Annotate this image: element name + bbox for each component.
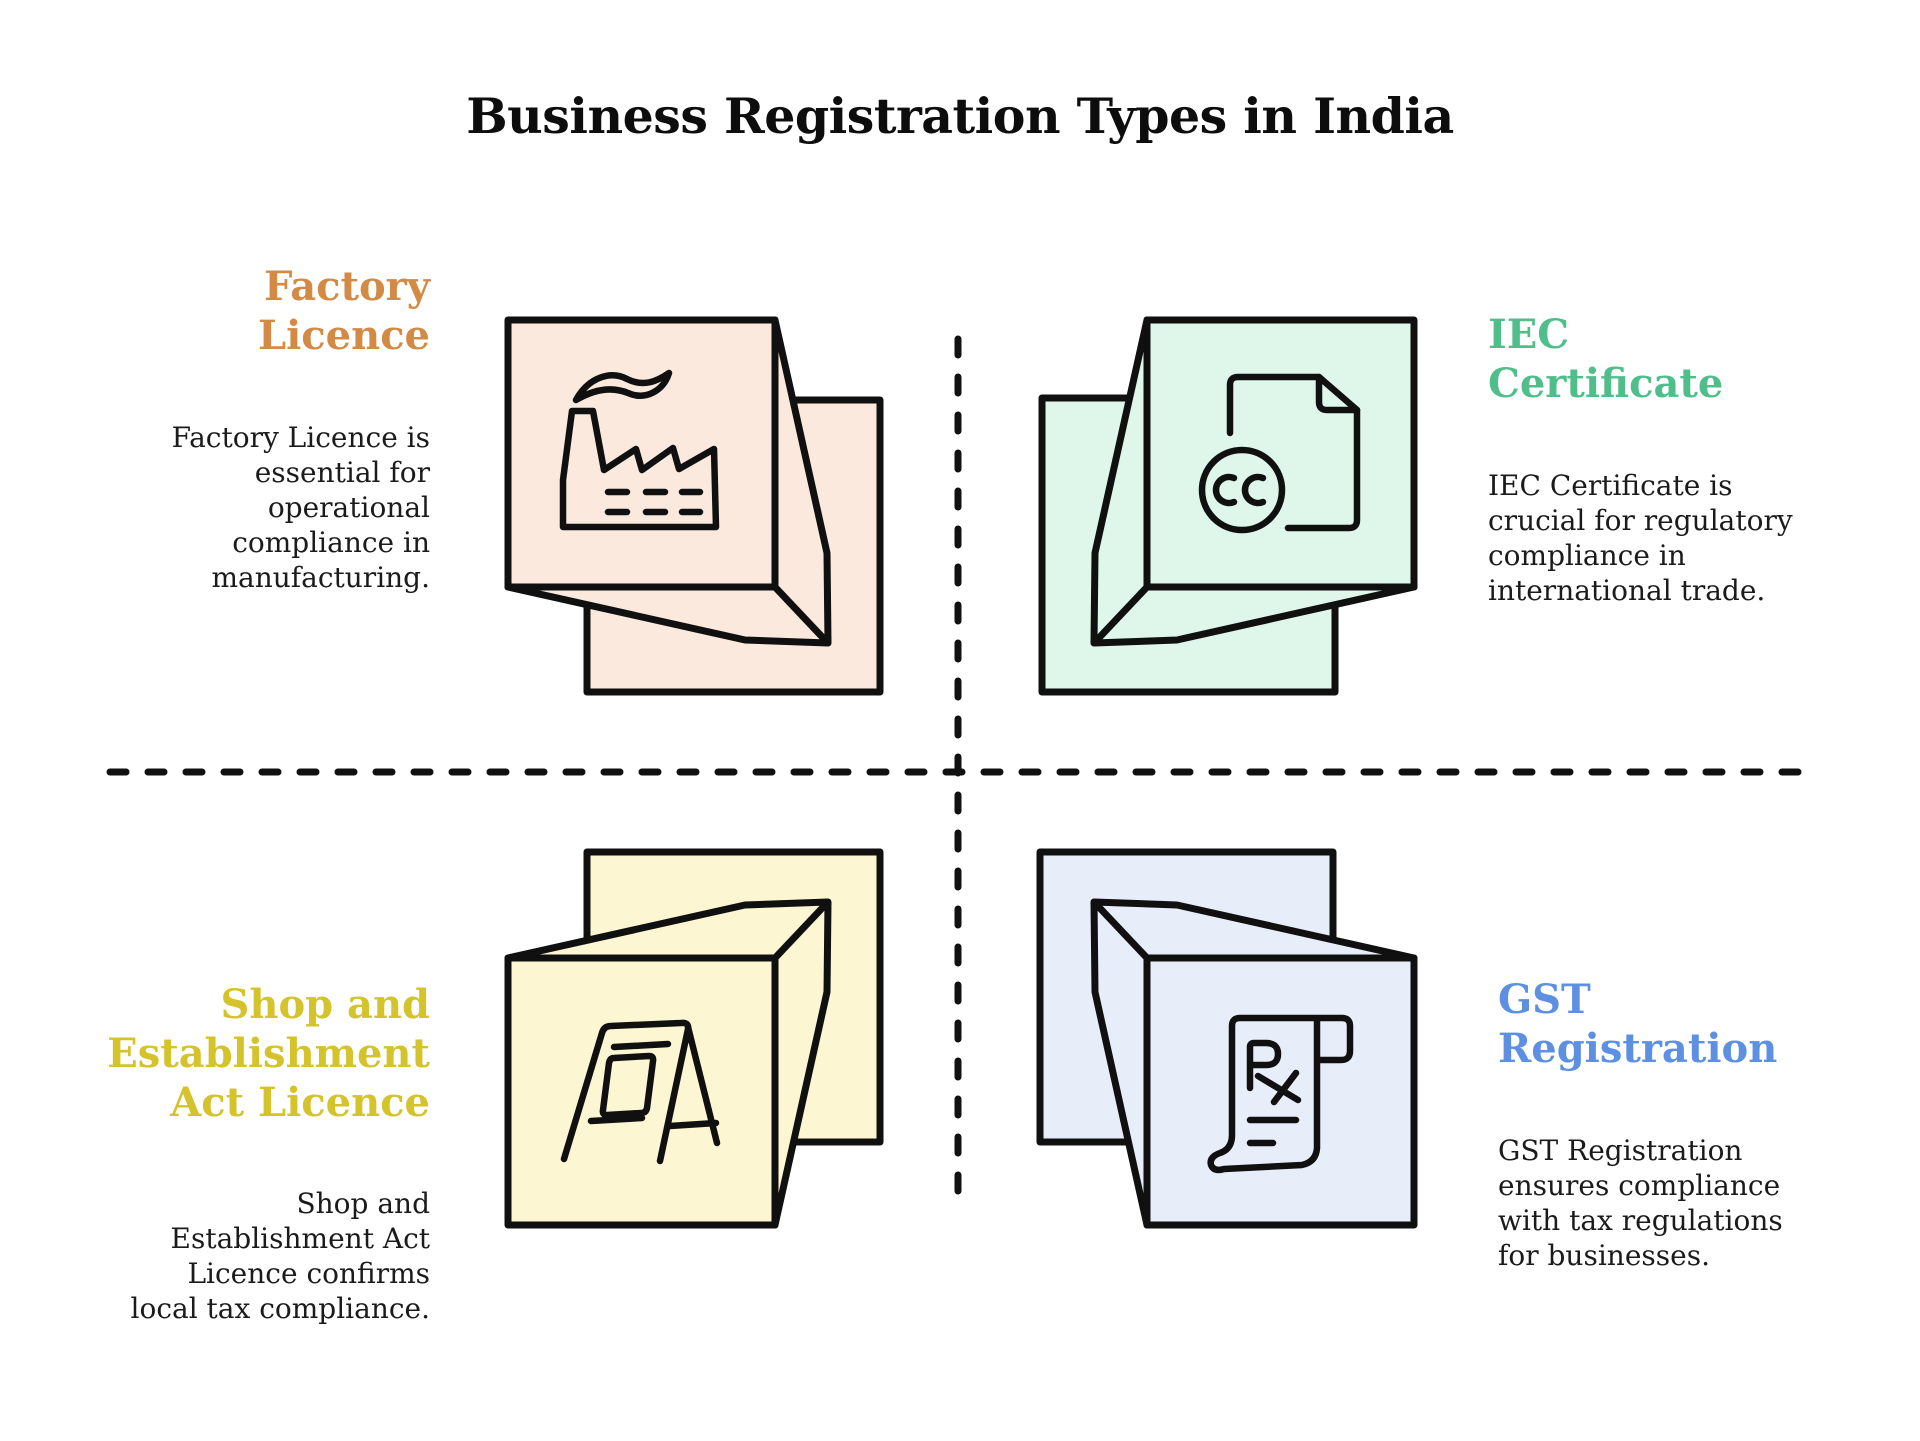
rx-letter-r — [1246, 1039, 1282, 1092]
document-certificate-icon — [1038, 316, 1418, 696]
rx-scroll-paper — [1207, 1014, 1354, 1174]
factory-smoke — [572, 369, 673, 404]
sign-panel — [599, 1052, 657, 1119]
factory-windows — [604, 488, 704, 516]
certificate-document — [1226, 373, 1361, 532]
certificate-glyph — [1198, 373, 1361, 534]
certificate-cc-letters — [1212, 473, 1267, 507]
shop-establishment-description: Shop and Establishment Act Licence confi… — [130, 1187, 430, 1326]
iec-sheet-fold-lines — [1092, 316, 1418, 645]
sign-text-lines — [587, 1040, 672, 1125]
factory-icon — [504, 316, 884, 696]
quadrant-iec-certificate-text: IEC Certificate IEC Certificate is cruci… — [1488, 292, 1833, 627]
factory-licence-heading: Factory Licence — [257, 263, 430, 359]
factory-building — [559, 407, 720, 531]
a-frame-sign-icon — [504, 848, 884, 1229]
iec-certificate-description: IEC Certificate is crucial for regulator… — [1488, 468, 1793, 607]
gst-registration-heading: GST Registration — [1498, 976, 1778, 1072]
gst-registration-description: GST Registration ensures compliance with… — [1498, 1133, 1783, 1272]
factory-glyph — [559, 369, 720, 531]
rx-letter-x — [1254, 1069, 1302, 1106]
rx-glyph — [1207, 1014, 1354, 1174]
sign-glyph — [560, 1019, 721, 1165]
shop-establishment-heading: Shop and Establishment Act Licence — [107, 981, 430, 1126]
prescription-rx-icon — [1036, 848, 1418, 1229]
quadrant-gst-registration-text: GST Registration GST Registration ensure… — [1498, 957, 1843, 1292]
factory-sheet-fold-lines — [504, 316, 830, 645]
sign-leg-crossbar — [666, 1119, 720, 1130]
rx-text-lines — [1246, 1116, 1300, 1147]
page-title: Business Registration Types in India — [466, 87, 1454, 145]
factory-licence-description: Factory Licence is essential for operati… — [171, 420, 430, 594]
quadrant-shop-establishment-text: Shop and Establishment Act Licence Shop … — [90, 962, 430, 1345]
quadrant-factory-licence-text: Factory Licence Factory Licence is essen… — [95, 244, 430, 614]
iec-certificate-heading: IEC Certificate — [1488, 311, 1724, 407]
shop-sheet-fold-lines — [504, 900, 830, 1229]
certificate-folded-corner — [1315, 373, 1361, 414]
gst-sheet-fold-lines — [1092, 900, 1418, 1229]
